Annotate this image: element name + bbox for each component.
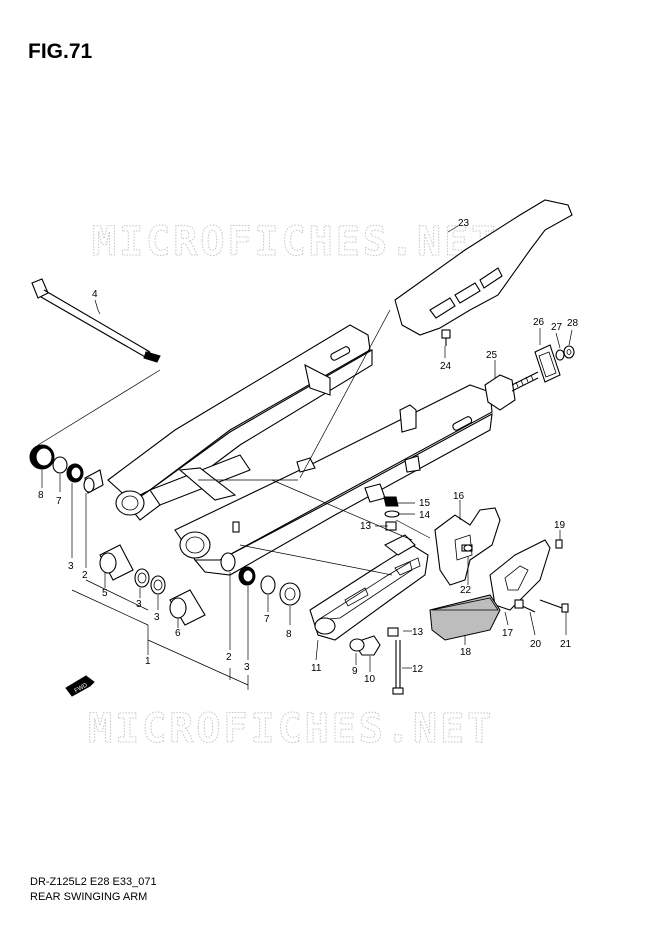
chain-guide[interactable] [489, 539, 551, 611]
diagram-code: DR-Z125L2 E28 E33_071 [30, 876, 157, 888]
adjuster-plate[interactable] [534, 344, 561, 383]
guard-bolt[interactable] [441, 329, 451, 346]
part-number-17: 17 [502, 628, 514, 639]
oil-seal-left[interactable] [29, 444, 55, 470]
part-number-21: 21 [560, 639, 572, 650]
guide-bolt-20[interactable] [514, 599, 536, 613]
adjuster-nut[interactable] [555, 349, 565, 361]
part-number-6: 6 [175, 628, 181, 639]
part-number-4: 4 [92, 289, 98, 300]
washer-right[interactable] [260, 575, 276, 595]
part-number-2-right: 2 [226, 652, 232, 663]
part-number-13-bottom: 13 [412, 627, 424, 638]
part-number-2-left: 2 [82, 570, 88, 581]
bearing-center-b[interactable] [150, 575, 166, 595]
washer-left[interactable] [52, 456, 68, 474]
part-number-28: 28 [567, 318, 579, 329]
part-number-9: 9 [352, 666, 358, 677]
part-number-8-left: 8 [38, 490, 44, 501]
part-number-22: 22 [460, 585, 472, 596]
spacer-right[interactable] [220, 552, 236, 572]
part-number-16: 16 [453, 491, 465, 502]
bracket-pin[interactable] [463, 544, 473, 552]
figure-title: FIG.71 [28, 40, 93, 63]
part-number-3-right: 3 [244, 662, 250, 673]
chain-slider-block[interactable] [429, 594, 501, 641]
part-number-14: 14 [419, 510, 431, 521]
part-number-15: 15 [419, 498, 431, 509]
spacer-left[interactable] [83, 469, 104, 494]
part-number-3-center-b: 3 [154, 612, 160, 623]
part-number-27: 27 [551, 322, 563, 333]
part-number-19: 19 [554, 520, 566, 531]
buffer-bolt[interactable] [392, 640, 404, 695]
part-number-7-left: 7 [56, 496, 62, 507]
part-number-7-right: 7 [264, 614, 270, 625]
watermark-bottom: MICROFICHES.NET [88, 706, 494, 752]
bearing-left[interactable] [66, 463, 84, 483]
part-number-20: 20 [530, 639, 542, 650]
chain-adjuster[interactable] [484, 371, 539, 411]
part-number-3-center-a: 3 [136, 599, 142, 610]
adjuster-washer[interactable] [563, 345, 575, 359]
oil-seal-right[interactable] [279, 582, 301, 606]
arm-tab [232, 521, 240, 533]
buffer-washer[interactable] [384, 510, 400, 518]
swing-arm[interactable] [107, 324, 493, 576]
watermark-top: MICROFICHES.NET [92, 219, 498, 265]
buffer-collar-bottom[interactable] [387, 627, 399, 637]
part-number-18: 18 [460, 647, 472, 658]
forward-arrow-icon: FWD [65, 675, 95, 697]
part-number-25: 25 [486, 350, 498, 361]
part-number-26: 26 [533, 317, 545, 328]
part-number-5: 5 [102, 588, 108, 599]
part-number-3-left: 3 [68, 561, 74, 572]
guide-bolt-21[interactable] [539, 599, 569, 613]
bearing-center-a[interactable] [134, 568, 150, 588]
part-number-labels: 4 23 24 25 26 27 28 15 14 13 16 19 22 13… [38, 218, 579, 685]
buffer-washer-bottom[interactable] [349, 638, 365, 652]
spacer-6[interactable] [169, 589, 206, 626]
part-number-8-right: 8 [286, 629, 292, 640]
leader-lines [37, 225, 573, 690]
bearing-right[interactable] [238, 566, 256, 586]
part-number-23: 23 [458, 218, 470, 229]
part-number-11: 11 [311, 663, 322, 674]
part-number-12: 12 [412, 664, 424, 675]
part-number-1: 1 [145, 656, 151, 667]
chain-buffer[interactable] [309, 534, 429, 641]
part-number-13-top: 13 [360, 521, 372, 532]
pivot-bolt[interactable] [31, 278, 161, 363]
spacer-5[interactable] [99, 544, 134, 581]
buffer-nut-top[interactable] [383, 496, 399, 507]
guide-bolt-19[interactable] [555, 539, 563, 549]
diagram-caption: REAR SWINGING ARM [30, 891, 148, 903]
part-number-10: 10 [364, 674, 376, 685]
chain-guard[interactable] [394, 199, 573, 336]
part-number-24: 24 [440, 361, 452, 372]
